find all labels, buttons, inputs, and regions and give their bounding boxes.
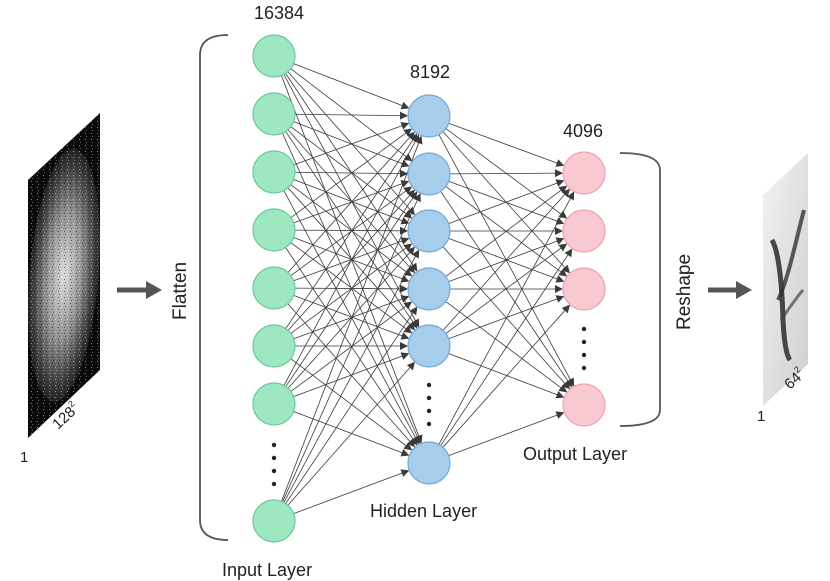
input-neuron <box>252 324 296 368</box>
output-bracket <box>619 152 661 427</box>
input-neuron <box>252 92 296 136</box>
hidden-neuron <box>407 94 451 138</box>
connection-edge <box>442 188 570 331</box>
output-neuron <box>562 209 606 253</box>
connection-edge <box>445 301 568 393</box>
input-neuron <box>252 34 296 78</box>
connection-edge <box>293 469 410 515</box>
output-count: 4096 <box>563 121 603 141</box>
connection-edge <box>287 131 415 273</box>
nodes <box>252 34 606 543</box>
connection-edge <box>287 361 416 506</box>
connection-edge <box>285 133 418 329</box>
connection-edge <box>293 63 410 110</box>
connection-edge <box>438 191 575 445</box>
input-neuron <box>252 208 296 252</box>
connection-edge <box>449 169 564 178</box>
connection-edge <box>290 358 413 451</box>
connection-edge <box>294 111 409 120</box>
hidden-neuron <box>407 267 451 311</box>
connection-edge <box>293 179 410 225</box>
input-image-channels: 1 <box>20 449 28 466</box>
connection-edge <box>283 249 420 503</box>
connection-edge <box>448 411 565 457</box>
connection-edge <box>293 411 410 457</box>
connection-edge <box>294 226 409 235</box>
input-image <box>28 113 100 438</box>
output-neuron <box>562 267 606 311</box>
input-neuron <box>252 150 296 194</box>
input-layer-name: Input Layer <box>222 560 312 580</box>
connection-edge <box>290 128 413 218</box>
input-neuron <box>252 499 296 543</box>
input-bracket <box>199 34 229 541</box>
output-image-channels: 1 <box>757 408 765 425</box>
hidden-neuron <box>407 209 451 253</box>
connection-edge <box>290 126 413 219</box>
connection-edge <box>287 187 416 331</box>
input-ellipsis <box>271 442 277 487</box>
flatten-label: Flatten <box>170 262 191 320</box>
hidden-neuron <box>407 324 451 368</box>
output-image <box>763 153 808 406</box>
output-neuron <box>562 383 606 427</box>
connection-edge <box>287 246 415 389</box>
output-layer-name: Output Layer <box>523 444 627 464</box>
hidden-ellipsis <box>426 382 432 427</box>
output-neuron <box>562 151 606 195</box>
edges <box>281 63 575 515</box>
output-ellipsis <box>581 326 587 371</box>
connection-edge <box>282 193 421 502</box>
connection-edge <box>448 295 565 340</box>
connection-edge <box>293 237 410 282</box>
connection-edge <box>287 71 416 216</box>
connection-edge <box>445 185 568 277</box>
connection-edge <box>283 74 420 328</box>
connection-edge <box>445 243 568 334</box>
connection-edge <box>440 248 573 446</box>
connection-edge <box>290 301 413 392</box>
input-neuron <box>252 266 296 310</box>
connection-edge <box>442 304 571 448</box>
hidden-count: 8192 <box>410 62 450 82</box>
hidden-neuron <box>407 441 451 485</box>
connection-edge <box>290 242 413 334</box>
connection-edge <box>281 135 423 502</box>
reshape-label: Reshape <box>674 254 695 330</box>
input-neuron <box>252 382 296 426</box>
connection-edge <box>448 353 565 399</box>
connection-edge <box>285 191 418 387</box>
hidden-neuron <box>407 152 451 196</box>
connection-edge <box>293 352 410 398</box>
flatten-arrow <box>117 281 162 299</box>
connection-edge <box>285 306 418 504</box>
hidden-layer-name: Hidden Layer <box>370 501 477 521</box>
connection-edge <box>448 122 565 167</box>
reshape-arrow <box>708 281 752 299</box>
input-count: 16384 <box>254 3 304 23</box>
connection-edge <box>448 179 565 225</box>
connection-edge <box>293 122 410 166</box>
connection-edge <box>283 134 420 386</box>
